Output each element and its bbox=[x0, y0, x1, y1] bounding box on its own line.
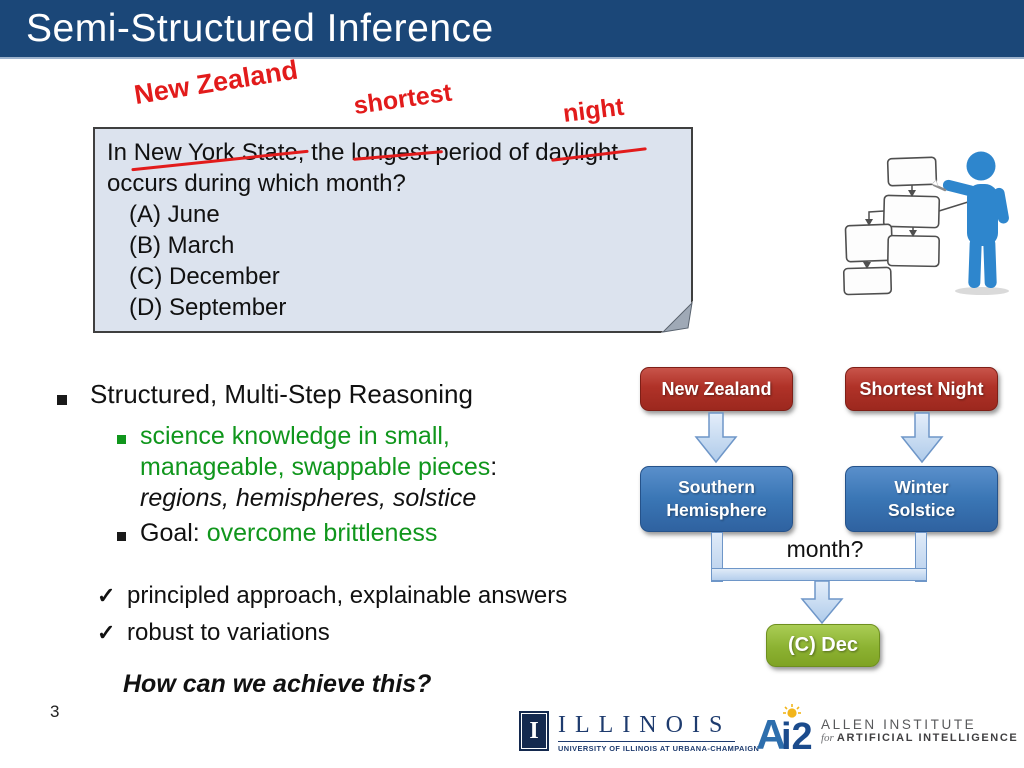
sub1-line1: science knowledge in small, bbox=[140, 422, 450, 450]
illinois-tagline: UNIVERSITY OF ILLINOIS AT URBANA-CHAMPAI… bbox=[558, 744, 760, 753]
svg-text:i2: i2 bbox=[781, 716, 813, 755]
sub1-line2-colon: : bbox=[490, 453, 498, 481]
bullet-sub1-text: science knowledge in small, manageable, … bbox=[140, 421, 497, 514]
illinois-divider bbox=[558, 741, 735, 742]
bullet-square-icon bbox=[57, 395, 67, 405]
question-mid2: period of bbox=[428, 139, 536, 166]
diagram-node-answer: (C) Dec bbox=[766, 624, 880, 667]
check-item-1: ✓ principled approach, explainable answer… bbox=[97, 582, 567, 610]
ai2-rest: ARTIFICIAL INTELLIGENCE bbox=[836, 732, 1019, 744]
ai2-logo-icon: A i2 bbox=[756, 704, 813, 755]
check-icon: ✓ bbox=[97, 583, 116, 608]
check-icon: ✓ bbox=[97, 620, 116, 645]
page-title: Semi-Structured Inference bbox=[26, 6, 494, 50]
svg-text:A: A bbox=[756, 711, 786, 755]
ai2-line1: ALLEN INSTITUTE bbox=[821, 717, 977, 732]
diagram-node-shortest-night: Shortest Night bbox=[845, 367, 998, 411]
answer-option-b: (B) March bbox=[129, 232, 235, 259]
page-number: 3 bbox=[50, 702, 60, 721]
check-item-1-text: principled approach, explainable answers bbox=[127, 582, 568, 609]
goal-label: Goal: bbox=[140, 519, 207, 547]
down-arrow-icon bbox=[900, 412, 944, 464]
annotation-new-zealand: New Zealand bbox=[132, 54, 300, 111]
down-arrow-icon bbox=[800, 581, 844, 625]
diagram-node-southern-hemisphere: Southern Hemisphere bbox=[640, 466, 793, 532]
question-box: In New York State, the longest period of… bbox=[93, 127, 693, 333]
diagram-node-winter-solstice: Winter Solstice bbox=[845, 466, 998, 532]
answer-option-c: (C) December bbox=[129, 263, 280, 290]
answer-option-a: (A) June bbox=[129, 201, 220, 228]
illinois-shield-icon: I bbox=[519, 711, 549, 751]
answer-option-d: (D) September bbox=[129, 294, 287, 321]
bullet-square-icon-green bbox=[117, 435, 126, 444]
month-label: month? bbox=[786, 536, 864, 562]
connector-bar bbox=[711, 568, 927, 581]
diagram-node-new-zealand: New Zealand bbox=[640, 367, 793, 411]
sub1-line2-green: manageable, swappable pieces bbox=[140, 453, 491, 481]
closing-question-text: How can we achieve this? bbox=[123, 670, 432, 698]
annotation-night: night bbox=[561, 92, 626, 129]
slide-header-bar: Semi-Structured Inference bbox=[0, 0, 1024, 59]
check-item-2-text: robust to variations bbox=[127, 619, 330, 646]
folded-corner-icon bbox=[661, 301, 693, 333]
ai2-for: for bbox=[821, 732, 834, 744]
illinois-shield-letter: I bbox=[521, 713, 547, 749]
person-flowchart-illustration bbox=[842, 151, 1009, 296]
ai2-line2: for ARTIFICIAL INTELLIGENCE bbox=[821, 732, 1018, 744]
bullet-sub2-text: Goal: overcome brittleness bbox=[140, 519, 437, 548]
check-item-2: ✓ robust to variations bbox=[97, 619, 330, 647]
goal-green-text: overcome brittleness bbox=[206, 519, 438, 547]
question-line-2: occurs during which month? bbox=[107, 170, 406, 197]
illinois-wordmark: ILLINOIS bbox=[558, 712, 732, 738]
down-arrow-icon bbox=[694, 412, 738, 464]
question-prefix: In bbox=[107, 139, 134, 166]
bullet-main-text: Structured, Multi-Step Reasoning bbox=[90, 379, 473, 409]
sub1-line3-italic: regions, hemispheres, solstice bbox=[140, 484, 477, 512]
bullet-square-icon bbox=[117, 532, 126, 541]
annotation-shortest: shortest bbox=[351, 78, 454, 121]
